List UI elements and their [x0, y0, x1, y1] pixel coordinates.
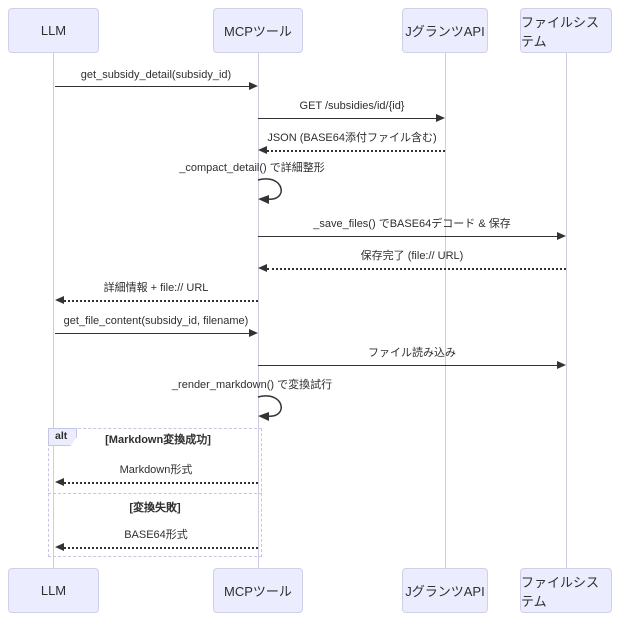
- message-arrow: [258, 118, 436, 119]
- message-arrow: [267, 268, 566, 270]
- participant-jgrants-top: JグランツAPI: [402, 8, 488, 53]
- message-label: BASE64形式: [124, 529, 188, 541]
- lifeline-fs: [565, 52, 567, 568]
- participant-mcp-top: MCPツール: [213, 8, 303, 53]
- participant-jgrants-label: JグランツAPI: [405, 584, 485, 599]
- participant-llm-top: LLM: [8, 8, 99, 53]
- arrowhead-right-icon: [249, 329, 258, 337]
- message-label: ファイル読み込み: [368, 347, 456, 359]
- alt-divider: [48, 493, 262, 494]
- message-arrow: [258, 365, 557, 366]
- message-label: 保存完了 (file:// URL): [360, 250, 464, 262]
- message-arrow: [258, 236, 557, 237]
- lifeline-jgrants: [444, 52, 446, 568]
- arrowhead-left-icon: [55, 478, 64, 486]
- arrowhead-right-icon: [557, 361, 566, 369]
- alt-frame: [48, 428, 262, 557]
- arrowhead-left-icon: [55, 296, 64, 304]
- message-label: _render_markdown() で変換試行: [171, 379, 333, 391]
- participant-mcp-bottom: MCPツール: [213, 568, 303, 613]
- arrowhead-left-icon: [55, 543, 64, 551]
- participant-fs-bottom: ファイルシステム: [520, 568, 612, 613]
- message-label: GET /subsidies/id/{id}: [299, 100, 405, 112]
- lifeline-llm: [53, 52, 54, 568]
- message-label: _save_files() でBASE64デコード & 保存: [313, 218, 511, 230]
- message-label: _compact_detail() で詳細整形: [179, 162, 325, 174]
- message-arrow: [64, 482, 258, 484]
- alt-condition-success: [Markdown変換成功]: [105, 434, 211, 446]
- message-label: Markdown形式: [119, 464, 193, 476]
- self-loop-arrow-icon: [257, 178, 282, 204]
- participant-fs-label: ファイルシステム: [521, 14, 600, 49]
- participant-mcp-label: MCPツール: [224, 584, 292, 599]
- message-arrow: [55, 333, 249, 334]
- participant-jgrants-bottom: JグランツAPI: [402, 568, 488, 613]
- message-arrow: [64, 547, 258, 549]
- participant-llm-label: LLM: [40, 583, 67, 598]
- alt-frame-label: alt: [48, 428, 78, 446]
- message-label: get_file_content(subsidy_id, filename): [63, 315, 249, 327]
- participant-llm-bottom: LLM: [8, 568, 99, 613]
- participant-llm-label: LLM: [40, 23, 67, 38]
- message-label: 詳細情報 + file:// URL: [103, 282, 209, 294]
- participant-fs-top: ファイルシステム: [520, 8, 612, 53]
- arrowhead-left-icon: [258, 264, 267, 272]
- self-loop-arrow-icon: [257, 395, 282, 421]
- message-arrow: [64, 300, 258, 302]
- arrowhead-right-icon: [249, 82, 258, 90]
- participant-jgrants-label: JグランツAPI: [405, 24, 485, 39]
- participant-fs-label: ファイルシステム: [521, 574, 600, 609]
- participant-mcp-label: MCPツール: [224, 24, 292, 39]
- message-arrow: [55, 86, 249, 87]
- message-arrow: [267, 150, 445, 152]
- arrowhead-right-icon: [557, 232, 566, 240]
- arrowhead-left-icon: [258, 146, 267, 154]
- lifeline-mcp: [257, 52, 259, 568]
- arrowhead-right-icon: [436, 114, 445, 122]
- message-label: get_subsidy_detail(subsidy_id): [80, 69, 232, 81]
- message-label: JSON (BASE64添付ファイル含む): [267, 132, 437, 144]
- alt-condition-fail: [変換失敗]: [129, 502, 181, 514]
